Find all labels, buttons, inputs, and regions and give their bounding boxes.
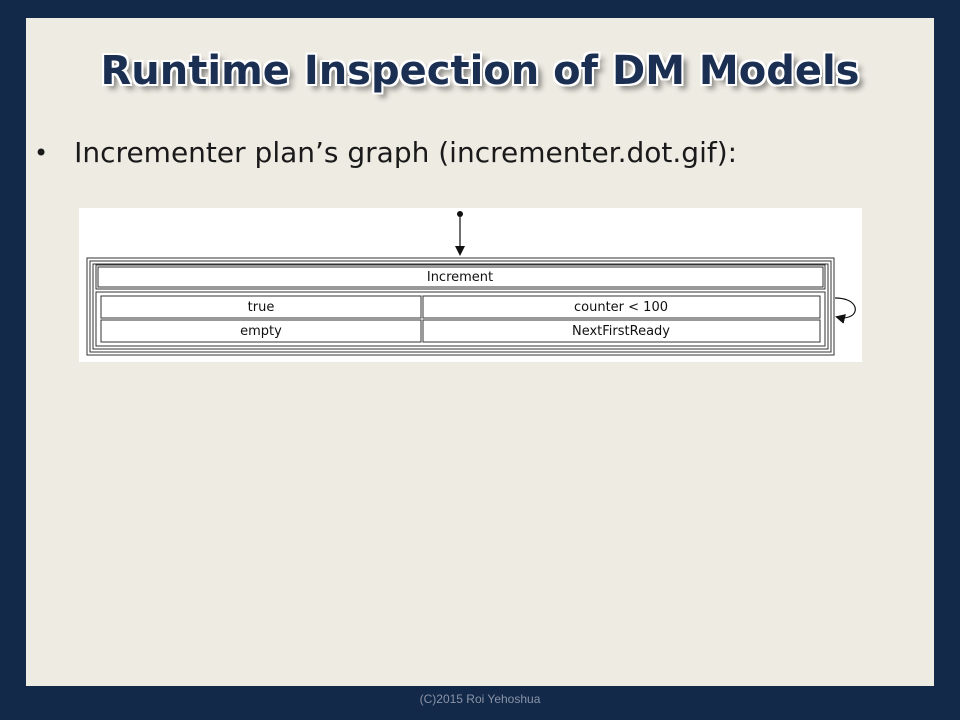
node-title: Increment (427, 270, 493, 285)
slide-title: Runtime Inspection of DM Models (100, 48, 860, 94)
row2-cell-right (422, 319, 821, 343)
row1-guard: counter < 100 (574, 300, 668, 315)
bullet-item: • Incrementer plan’s graph (incrementer.… (34, 136, 737, 169)
plan-graph-svg: Increment true counter < 100 empty NextF… (86, 211, 856, 356)
bullet-text: Incrementer plan’s graph (incrementer.do… (74, 136, 738, 169)
row1-condition: true (248, 300, 275, 315)
plan-graph-image: Increment true counter < 100 empty NextF… (79, 208, 862, 362)
self-loop-arrow (834, 297, 856, 324)
start-node (457, 211, 463, 217)
row1-cell-right (422, 295, 821, 319)
bullet-dot-icon: • (34, 138, 49, 167)
row2-cell-left (100, 319, 422, 343)
transition-table (95, 291, 826, 347)
footer-credit: (C)2015 Roi Yehoshua (419, 692, 541, 706)
row1-cell-left (100, 295, 422, 319)
row2-condition: empty (240, 324, 282, 339)
node-outer-border (86, 257, 835, 356)
node-title-cell (95, 264, 826, 290)
slide: Runtime Inspection of DM Models • Increm… (26, 18, 934, 686)
row2-action: NextFirstReady (572, 324, 670, 339)
